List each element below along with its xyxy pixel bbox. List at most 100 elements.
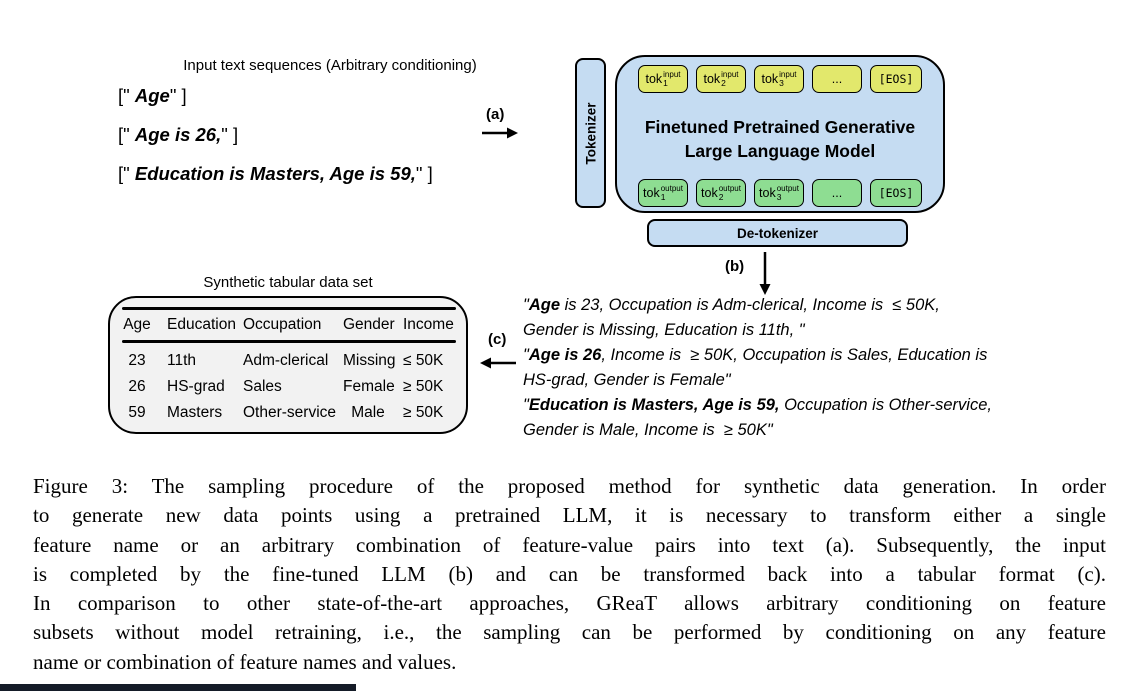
generated-text-block: "Age is 23, Occupation is Adm-clerical, …	[523, 293, 1043, 443]
token-base: tok	[761, 72, 779, 86]
table-row: 23 11th Adm-clerical Missing ≤ 50K	[112, 352, 462, 370]
cell-income: ≥ 50K	[403, 404, 444, 421]
flow-label-a: (a)	[486, 106, 505, 123]
cell-gender: Missing	[343, 352, 396, 369]
output-token-ellipsis: ...	[812, 179, 862, 207]
token-subscript: 3	[779, 77, 784, 88]
figure-caption: Figure 3: The sampling procedure of the …	[33, 472, 1106, 677]
token-superscript: input	[663, 70, 681, 80]
llm-title-line2: Large Language Model	[684, 141, 876, 161]
table-rule-top	[122, 307, 456, 310]
input-sequence-2: [" Age is 26," ]	[118, 124, 238, 146]
sequence-text: Age is 26,	[134, 124, 222, 145]
flow-label-b: (b)	[725, 258, 745, 275]
cell-age: 23	[128, 352, 146, 369]
token-base: tok	[703, 72, 721, 86]
cell-income: ≤ 50K	[403, 352, 444, 369]
bottom-edge-bar	[0, 684, 356, 691]
token-superscript: output	[776, 184, 799, 194]
token-base: tok	[701, 186, 718, 200]
input-panel-title: Input text sequences (Arbitrary conditio…	[183, 57, 477, 74]
cell-age: 26	[128, 378, 146, 395]
cell-age: 59	[128, 404, 146, 421]
token-subscript: 1	[660, 191, 666, 202]
token-subscript: 2	[721, 77, 726, 88]
cell-occupation: Other-service	[243, 404, 337, 421]
table-rule-header	[122, 340, 456, 343]
token-subscript: 2	[718, 191, 724, 202]
sequence-open: ["	[118, 163, 135, 184]
table-title: Synthetic tabular data set	[203, 274, 373, 291]
caption-line: to generate new data points using a pret…	[33, 503, 1106, 528]
caption-line: Figure 3: The sampling procedure of the …	[33, 474, 1106, 498]
sequence-text: Education is Masters, Age is 59,	[134, 163, 416, 184]
generated-line: Gender is Missing, Education is 11th, "	[523, 321, 805, 339]
col-header-occupation: Occupation	[243, 316, 322, 333]
token-base: tok	[759, 186, 776, 200]
col-header-income: Income	[403, 316, 454, 333]
arrow-down-b-icon	[759, 252, 771, 295]
flow-label-c: (c)	[488, 331, 507, 348]
caption-line: name or combination of feature names and…	[33, 649, 457, 674]
sequence-close: " ]	[221, 124, 239, 145]
token-superscript: output	[660, 184, 683, 194]
input-token-ellipsis: ...	[812, 65, 862, 93]
sequence-open: ["	[118, 85, 135, 106]
cell-occupation: Adm-clerical	[243, 352, 329, 369]
generated-line: HS-grad, Gender is Female"	[523, 371, 731, 389]
token-base: tok	[645, 72, 663, 86]
table-row: 26 HS-grad Sales Female ≥ 50K	[112, 378, 462, 396]
token-subscript: 1	[663, 77, 668, 88]
arrow-right-a-icon	[482, 127, 518, 139]
caption-line: is completed by the fine-tuned LLM (b) a…	[33, 561, 1106, 586]
detokenizer-box: De-tokenizer	[647, 219, 908, 247]
sequence-close: " ]	[169, 85, 187, 106]
arrow-left-c-icon	[480, 357, 516, 369]
col-header-age: Age	[123, 316, 151, 333]
generated-line: Gender is Male, Income is ≥ 50K"	[523, 421, 773, 439]
caption-line: In comparison to other state-of-the-art …	[33, 591, 1106, 616]
cell-education: 11th	[167, 352, 197, 369]
generated-line: "Age is 26, Income is ≥ 50K, Occupation …	[523, 346, 988, 364]
table-box	[108, 296, 468, 434]
tokenizer-label: Tokenizer	[583, 101, 599, 165]
caption-line: subsets without model retraining, i.e., …	[33, 620, 1106, 645]
table-row: 59 Masters Other-service Male ≥ 50K	[112, 404, 462, 422]
sequence-text: Age	[134, 85, 170, 106]
cell-income: ≥ 50K	[403, 378, 444, 395]
token-superscript: output	[718, 184, 741, 194]
col-header-education: Education	[167, 316, 236, 333]
input-token-eos: [EOS]	[870, 65, 922, 93]
tokenizer-box: Tokenizer	[575, 58, 606, 208]
cell-education: Masters	[167, 404, 223, 421]
cell-education: HS-grad	[167, 378, 225, 395]
input-sequence-1: [" Age" ]	[118, 85, 187, 107]
generated-line: "Age is 23, Occupation is Adm-clerical, …	[523, 296, 940, 314]
token-subscript: 3	[776, 191, 782, 202]
llm-title-line1: Finetuned Pretrained Generative	[644, 117, 916, 137]
input-sequence-3: [" Education is Masters, Age is 59," ]	[118, 163, 433, 185]
sequence-close: " ]	[415, 163, 433, 184]
llm-title: Finetuned Pretrained Generative Large La…	[617, 115, 943, 163]
generated-line: "Education is Masters, Age is 59, Occupa…	[523, 396, 992, 414]
sequence-open: ["	[118, 124, 135, 145]
cell-gender: Male	[351, 404, 385, 421]
cell-gender: Female	[343, 378, 395, 395]
token-base: tok	[643, 186, 660, 200]
output-token-eos: [EOS]	[870, 179, 922, 207]
token-superscript: input	[779, 70, 797, 80]
cell-occupation: Sales	[243, 378, 282, 395]
caption-line: feature name or an arbitrary combination…	[33, 532, 1106, 557]
token-superscript: input	[721, 70, 739, 80]
